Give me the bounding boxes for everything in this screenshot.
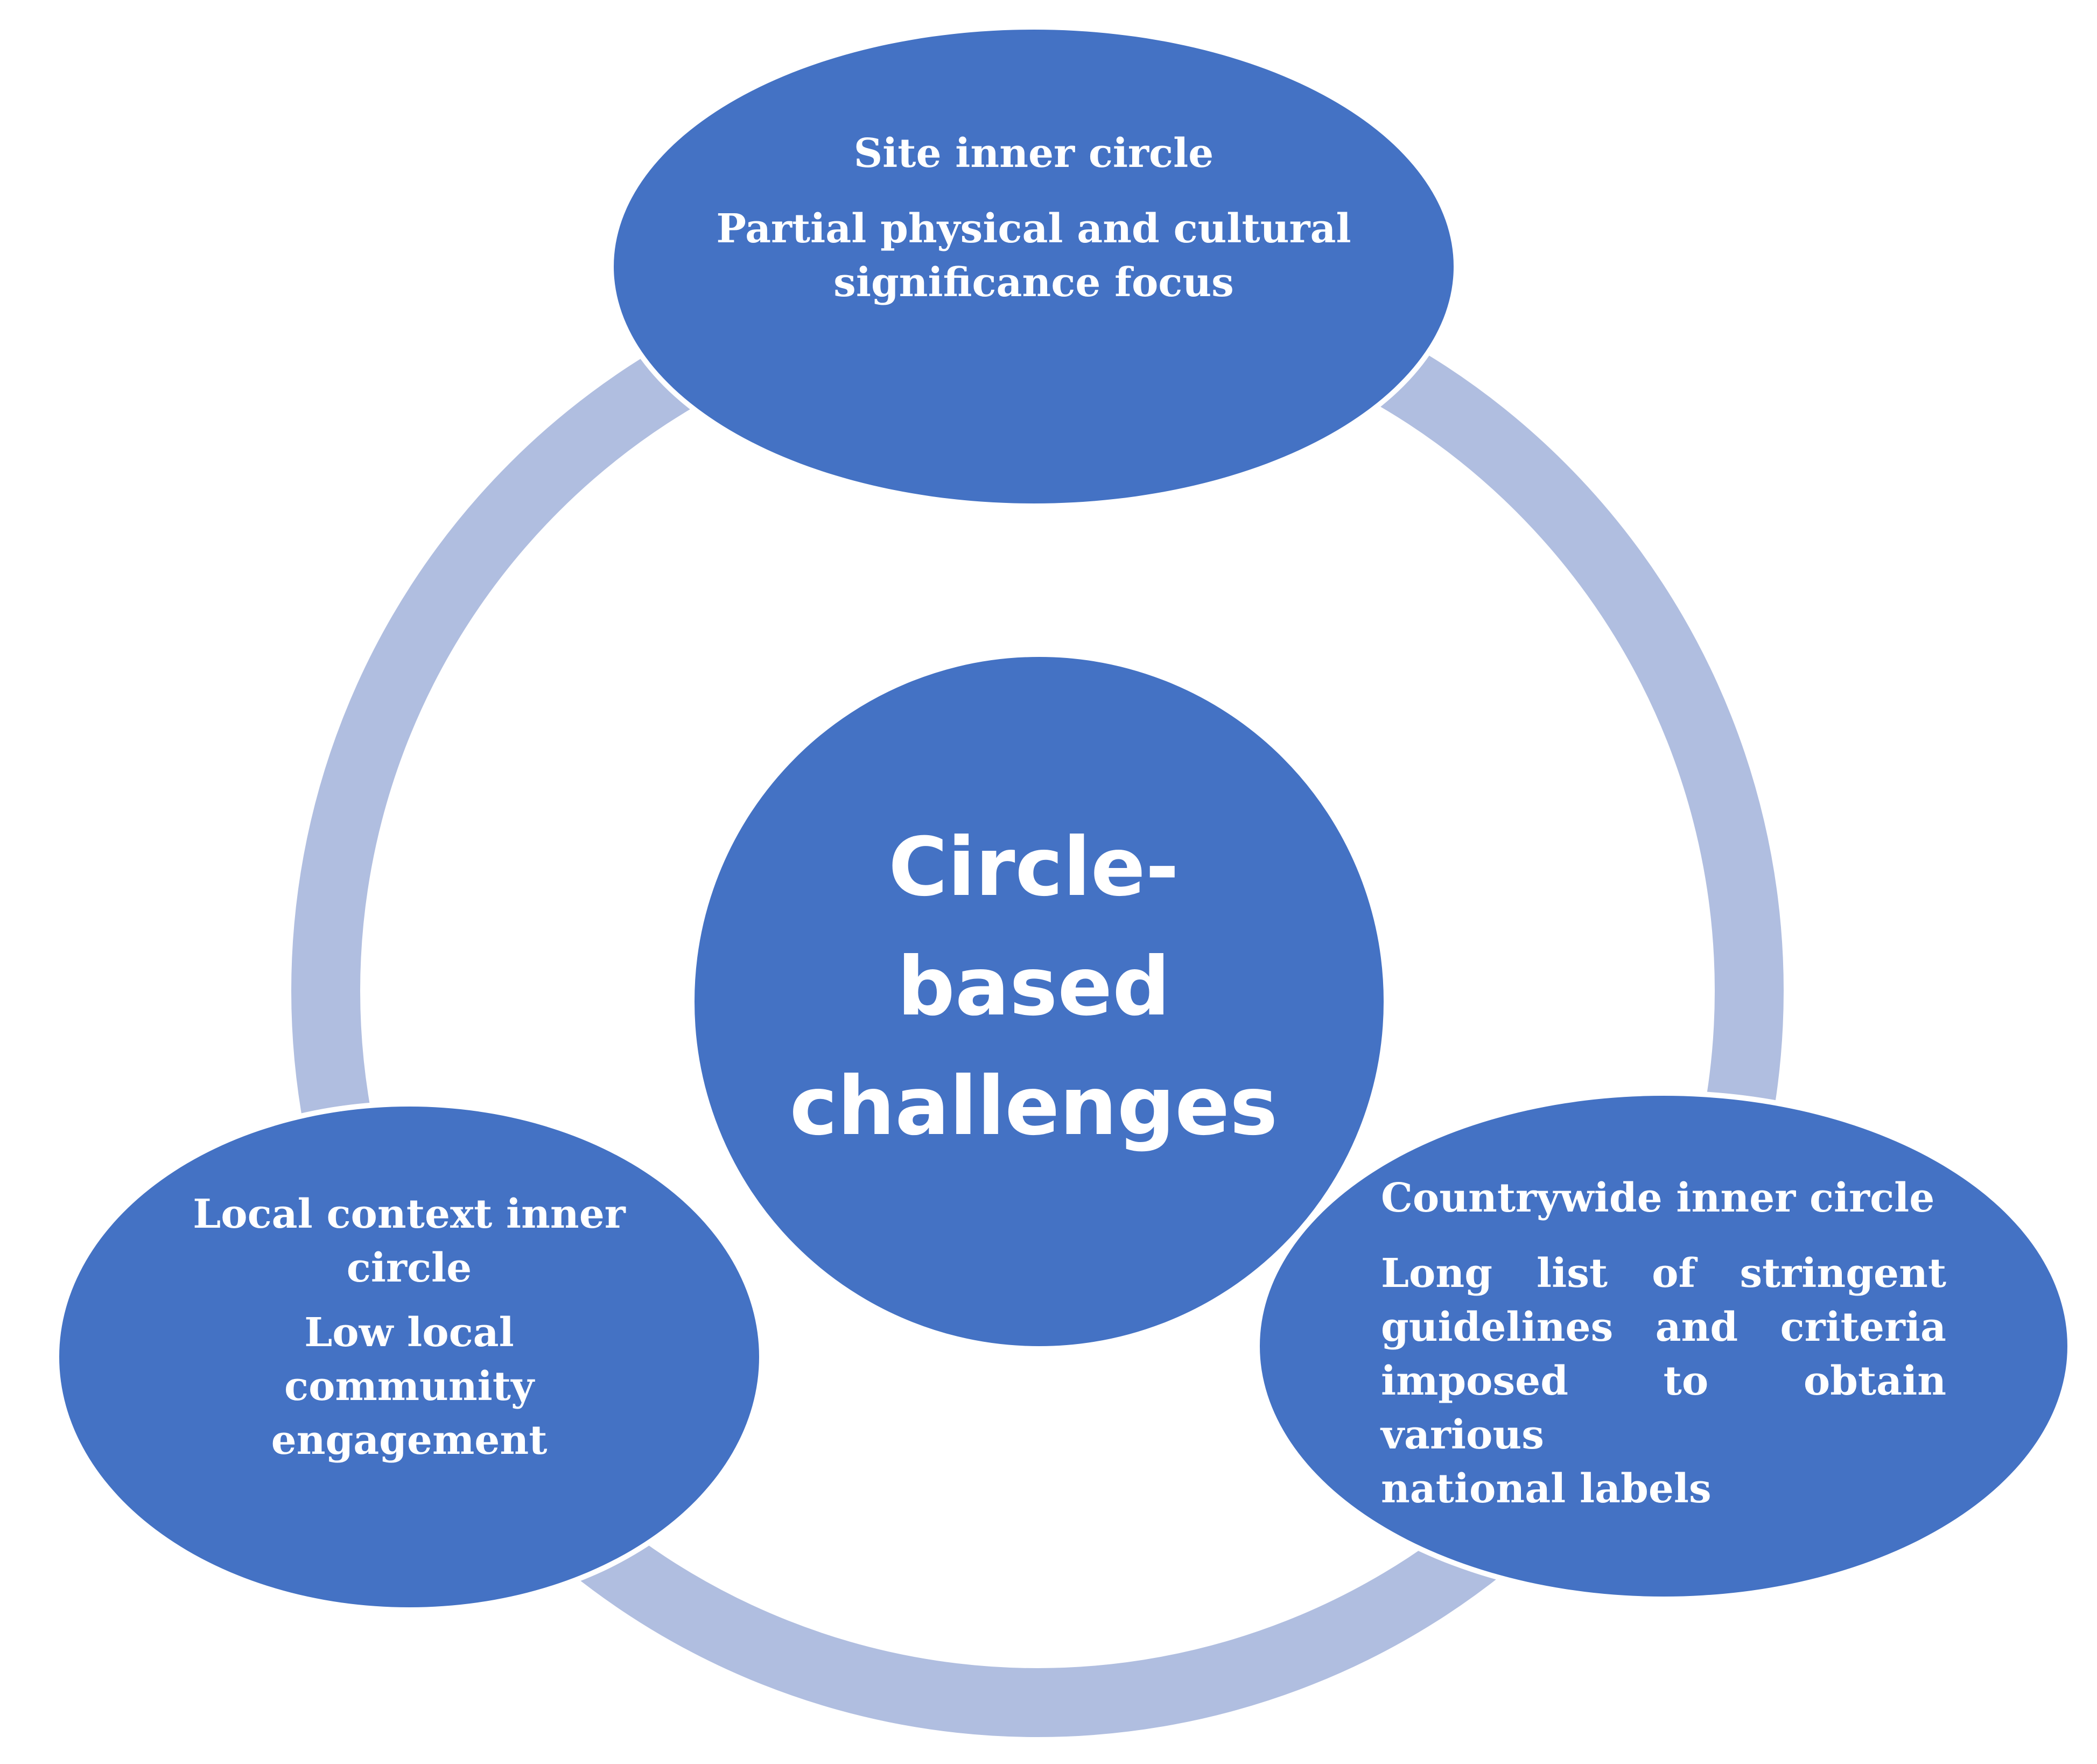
center-title-line-2: based (897, 940, 1170, 1034)
node-local-body-line-2: community (284, 1363, 534, 1410)
node-country-body-line-2: guidelines and criteria (1381, 1304, 1946, 1350)
center-title: Circle- based challenges (695, 808, 1373, 1166)
node-local-text: Local context inner circle Low local com… (118, 1187, 700, 1467)
node-country-title: Countrywide inner circle (1381, 1175, 1935, 1221)
node-site-body-line-2: significance focus (833, 260, 1234, 306)
node-site-title: Site inner circle (853, 130, 1214, 177)
center-title-line-1: Circle- (888, 821, 1179, 914)
node-country-body-line-1: Long list of stringent (1381, 1250, 1946, 1297)
node-country-body-line-3: imposed to obtain various (1381, 1358, 1946, 1458)
node-site-text: Site inner circle Partial physical and c… (619, 127, 1448, 310)
node-country-text: Countrywide inner circle Long list of st… (1381, 1171, 1946, 1516)
center-circle (689, 652, 1389, 1352)
node-countrywide-inner-circle (1254, 1090, 2073, 1602)
node-local-context-inner-circle (54, 1101, 765, 1613)
node-site-inner-circle (608, 24, 1459, 509)
node-local-body-line-3: engagement (271, 1417, 548, 1464)
node-local-body-line-1: Low local (304, 1310, 514, 1356)
node-local-title-line-2: circle (346, 1245, 472, 1291)
node-local-title-line-1: Local context inner (193, 1191, 626, 1237)
node-country-body-line-4: national labels (1381, 1466, 1712, 1512)
node-site-body-line-1: Partial physical and cultural (716, 206, 1351, 252)
center-title-line-3: challenges (789, 1060, 1278, 1153)
